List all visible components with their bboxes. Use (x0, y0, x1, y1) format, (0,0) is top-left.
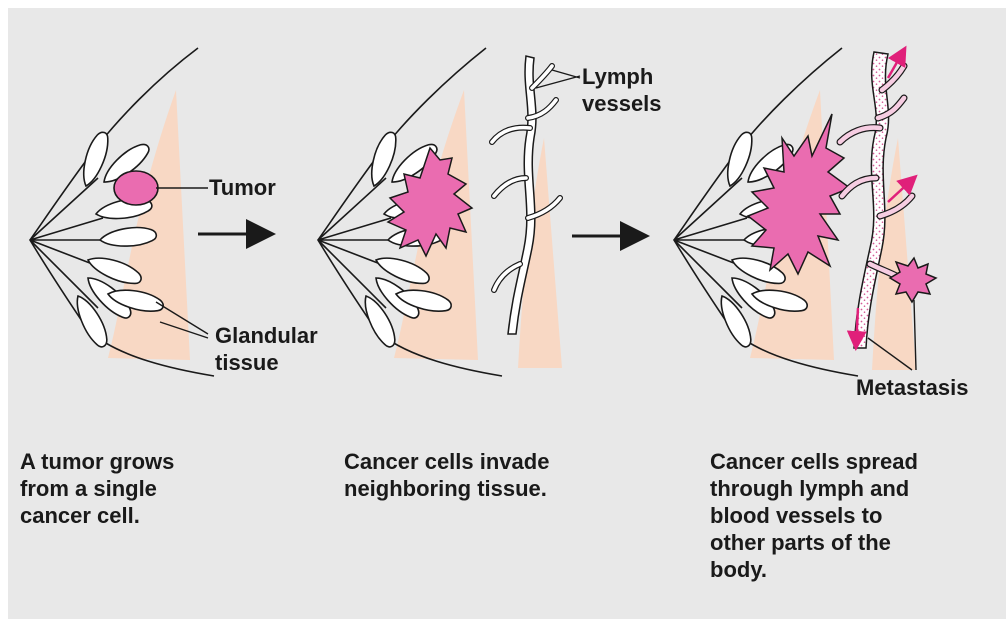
glandular-tissue-label-line-1: Glandular (215, 322, 318, 349)
caption-stage-2: Cancer cells invade neighboring tissue. (344, 448, 549, 502)
caption-stage-3-line: Cancer cells spread (710, 448, 918, 475)
caption-stage-1: A tumor grows from a single cancer cell. (20, 448, 174, 529)
glandular-tissue-label: Glandular tissue (215, 322, 318, 376)
breast-panel-2 (318, 48, 562, 376)
lymph-vessels-label: Lymph vessels (582, 63, 662, 117)
caption-stage-3-line: blood vessels to (710, 502, 918, 529)
metastasis-label: Metastasis (856, 374, 969, 401)
caption-stage-3-line: through lymph and (710, 475, 918, 502)
lymph-vessels-label-line-1: Lymph (582, 63, 662, 90)
caption-stage-3-line: other parts of the (710, 529, 918, 556)
glandular-tissue-label-line-2: tissue (215, 349, 318, 376)
lymph-vessels-label-line-2: vessels (582, 90, 662, 117)
caption-stage-3: Cancer cells spread through lymph and bl… (710, 448, 918, 583)
caption-stage-1-line: A tumor grows (20, 448, 174, 475)
tumor-mass (114, 171, 158, 205)
breast-panel-3 (674, 48, 936, 376)
caption-stage-2-line: Cancer cells invade (344, 448, 549, 475)
tumor-label: Tumor (209, 174, 276, 201)
caption-stage-3-line: body. (710, 556, 918, 583)
spreading-tumor (748, 114, 850, 274)
caption-stage-2-line: neighboring tissue. (344, 475, 549, 502)
breast-panel-1 (30, 48, 214, 376)
caption-stage-1-line: from a single (20, 475, 174, 502)
caption-stage-1-line: cancer cell. (20, 502, 174, 529)
diagram-canvas: Tumor Lymph vessels Glandular tissue Met… (8, 8, 1006, 619)
